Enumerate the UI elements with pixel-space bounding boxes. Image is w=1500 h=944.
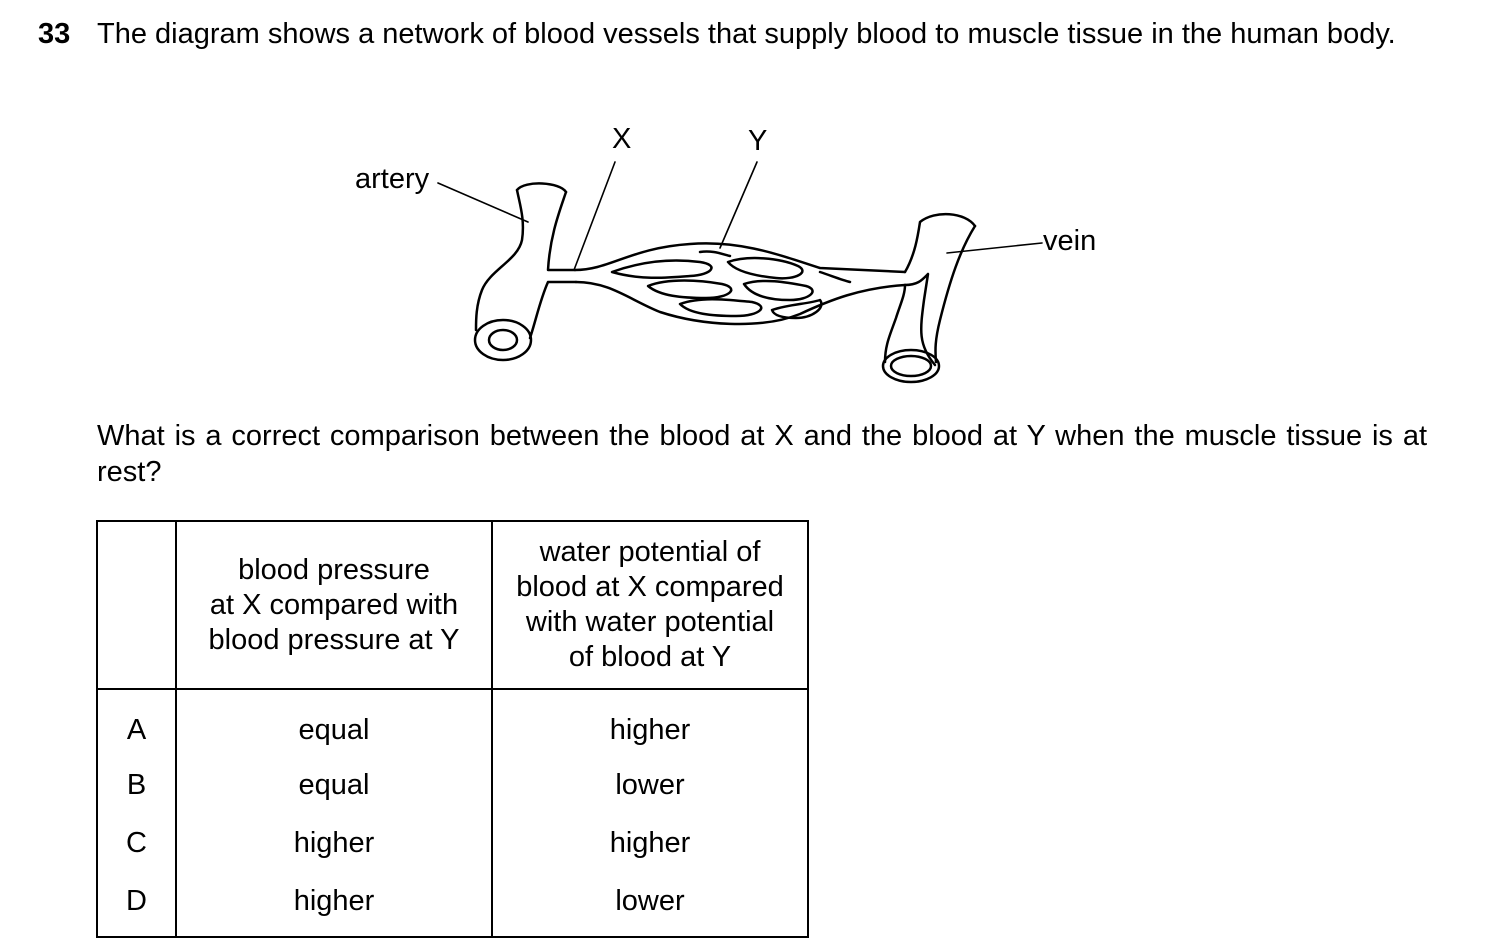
vein-pointer-line	[946, 242, 1043, 254]
table-header-row: blood pressure at X compared with blood …	[96, 520, 809, 690]
x-pointer-line	[573, 161, 616, 271]
header-blank-cell	[96, 520, 177, 690]
header-blood-pressure: blood pressure at X compared with blood …	[175, 520, 493, 690]
capillary-network	[573, 242, 907, 326]
artery-pointer-line	[437, 182, 529, 223]
table-row: B equal lower	[96, 756, 809, 814]
water-potential-cell: lower	[491, 872, 809, 938]
artery-vessel	[473, 182, 578, 362]
question-prompt: What is a correct comparison between the…	[97, 420, 1427, 488]
pressure-cell: higher	[175, 872, 493, 938]
question-stem: The diagram shows a network of blood ves…	[97, 18, 1396, 50]
pressure-cell: equal	[175, 689, 493, 756]
y-pointer-line	[719, 161, 758, 249]
blood-vessel-diagram: artery X Y vein	[355, 123, 1096, 384]
water-potential-cell: higher	[491, 689, 809, 756]
header-water-potential: water potential of blood at X compared w…	[491, 520, 809, 690]
answer-table: blood pressure at X compared with blood …	[96, 520, 809, 938]
option-letter: D	[96, 872, 177, 938]
vein-label: vein	[1043, 225, 1096, 257]
question-number: 33	[38, 18, 71, 50]
table-row: C higher higher	[96, 814, 809, 872]
x-label: X	[612, 123, 631, 155]
table-row: D higher lower	[96, 872, 809, 938]
vein-vessel	[881, 212, 977, 384]
pressure-cell: higher	[175, 814, 493, 872]
option-letter: C	[96, 814, 177, 872]
table-row: A equal higher	[96, 689, 809, 756]
option-letter: B	[96, 756, 177, 814]
artery-label: artery	[355, 163, 430, 195]
water-potential-cell: lower	[491, 756, 809, 814]
water-potential-cell: higher	[491, 814, 809, 872]
option-letter: A	[96, 689, 177, 756]
pressure-cell: equal	[175, 756, 493, 814]
y-label: Y	[748, 125, 767, 157]
